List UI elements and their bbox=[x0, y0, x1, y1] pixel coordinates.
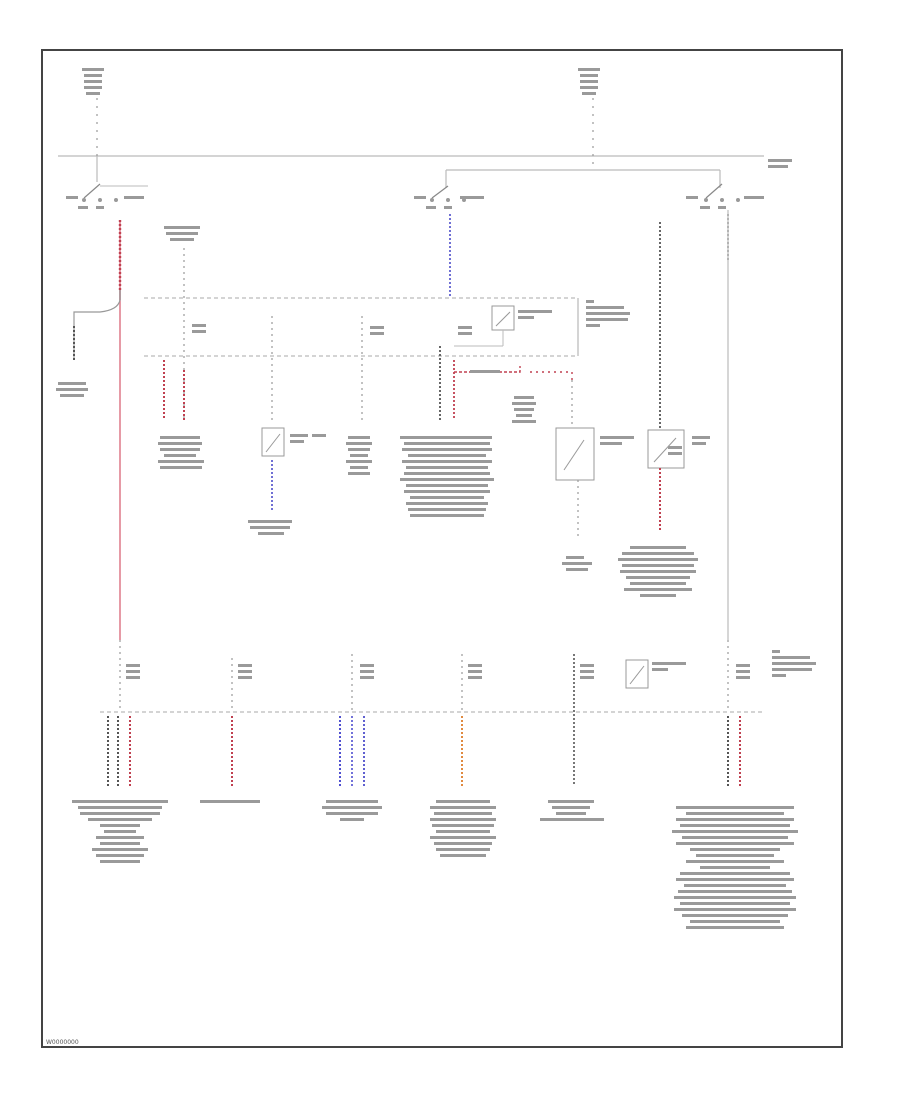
wire-branch-left bbox=[73, 299, 121, 360]
switch-right bbox=[686, 183, 764, 209]
component-label-left-ground bbox=[56, 382, 88, 397]
lower-col-4 bbox=[430, 654, 496, 857]
upper-fuse-block bbox=[144, 297, 630, 357]
relay-lower bbox=[625, 659, 686, 689]
lower-col-1 bbox=[72, 640, 168, 863]
upper-col-2 bbox=[248, 316, 326, 535]
lower-bus-label bbox=[772, 650, 816, 677]
relay-mid-right bbox=[555, 427, 634, 571]
source-label-left bbox=[82, 68, 104, 95]
relay-upper bbox=[454, 305, 552, 347]
upper-col-4 bbox=[400, 214, 494, 517]
lower-col-6 bbox=[672, 640, 798, 929]
upper-col-3 bbox=[346, 316, 384, 475]
lower-col-3 bbox=[322, 654, 382, 821]
upper-col-6 bbox=[618, 222, 710, 597]
upper-col-1 bbox=[158, 226, 206, 469]
lower-col-2 bbox=[200, 658, 260, 803]
lower-col-5 bbox=[540, 654, 604, 821]
page-code: W0000000 bbox=[46, 1039, 79, 1046]
diagram-frame bbox=[41, 49, 843, 1048]
link-to-relay bbox=[454, 366, 573, 428]
bus-label bbox=[768, 159, 792, 168]
source-label-right bbox=[578, 68, 600, 95]
switch-left bbox=[66, 156, 148, 209]
switch-middle bbox=[414, 185, 484, 209]
